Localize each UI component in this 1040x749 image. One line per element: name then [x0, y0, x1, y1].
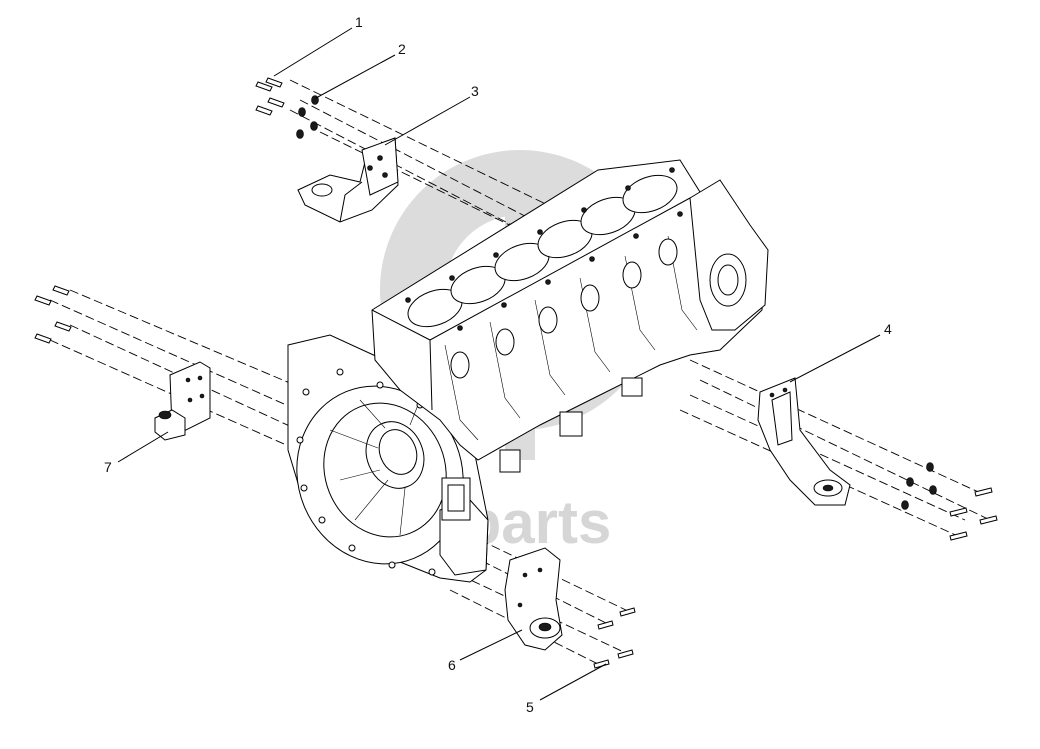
- callout-label-6: 6: [448, 657, 456, 673]
- cylinder-bores: [407, 174, 678, 328]
- bolts-left: [34, 285, 72, 344]
- engine-mount-bracket-right: [757, 377, 851, 506]
- callout-label-2: 2: [398, 41, 406, 57]
- bolts-right: [901, 462, 998, 541]
- head-bolt-holes: [405, 167, 683, 331]
- engine-mount-bracket-top: [297, 137, 399, 223]
- callout-label-4: 4: [884, 321, 892, 337]
- callouts: 1 2 3 4 5 6 7: [104, 14, 892, 715]
- engine-block: [287, 159, 769, 583]
- callout-label-7: 7: [104, 459, 112, 475]
- bolts-top: [255, 77, 319, 139]
- callout-label-5: 5: [526, 699, 534, 715]
- engine-mount-bracket-bottom: [504, 547, 563, 651]
- callout-label-3: 3: [471, 83, 479, 99]
- engine-mount-bracket-left: [154, 361, 211, 441]
- side-bores: [450, 238, 678, 379]
- callout-label-1: 1: [355, 14, 363, 30]
- bolts-bottom: [593, 607, 636, 669]
